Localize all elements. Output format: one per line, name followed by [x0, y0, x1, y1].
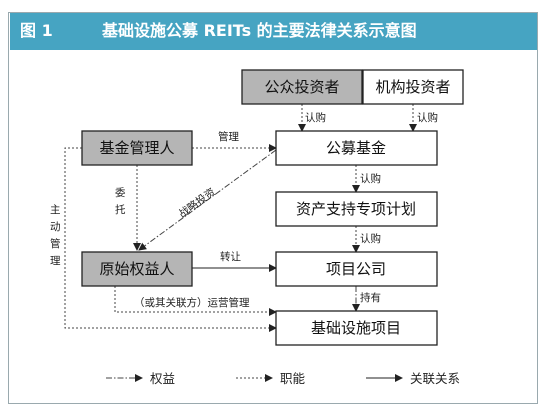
- legend: 权益 职能 关联关系: [106, 371, 460, 386]
- node-orig-owner: 原始权益人: [81, 251, 193, 287]
- node-public-fund: 公募基金: [275, 130, 438, 166]
- edge-label-ops-manage: （或其关联方）运营管理: [134, 296, 250, 309]
- node-fund-manager: 基金管理人: [81, 130, 193, 166]
- node-public-fund-label: 公募基金: [326, 139, 386, 157]
- node-inst-investor-label: 机构投资者: [375, 78, 450, 96]
- node-public-investor: 公众投资者: [241, 69, 363, 105]
- edge-label-manage: 管理: [218, 130, 239, 143]
- edge-label-subscribe-2: 认购: [417, 111, 438, 124]
- edge-label-entrust-2: 托: [115, 203, 126, 216]
- edge-label-hold: 持有: [360, 291, 381, 304]
- node-orig-owner-label: 原始权益人: [99, 260, 174, 278]
- edge-label-transfer: 转让: [220, 250, 241, 263]
- edge-label-active-manage-2: 动: [50, 221, 61, 233]
- figure-number: 图 1: [20, 21, 53, 40]
- edge-label-active-manage-3: 管: [50, 237, 61, 250]
- edge-label-subscribe-3: 认购: [360, 172, 381, 185]
- edge-ops-manage: [114, 286, 277, 316]
- figure-title: 基础设施公募 REITs 的主要法律关系示意图: [102, 21, 417, 40]
- node-inst-investor: 机构投资者: [362, 69, 464, 105]
- node-public-investor-label: 公众投资者: [264, 78, 339, 96]
- edge-label-subscribe-1: 认购: [305, 111, 326, 124]
- node-infra-project-label: 基础设施项目: [311, 319, 401, 337]
- edge-label-strategic-investment: 战略投资: [176, 185, 218, 220]
- edge-active-manage: [64, 147, 277, 332]
- legend-function-label: 职能: [280, 371, 306, 386]
- edge-label-subscribe-4: 认购: [360, 232, 381, 245]
- edge-strategic-investment: [138, 142, 285, 251]
- legend-related-label: 关联关系: [410, 371, 460, 386]
- figure-header: 图 1 基础设施公募 REITs 的主要法律关系示意图: [10, 12, 538, 50]
- edge-label-entrust-1: 委: [115, 186, 126, 199]
- node-project-company: 项目公司: [275, 251, 438, 287]
- node-fund-manager-label: 基金管理人: [99, 139, 174, 157]
- node-abs-plan: 资产支持专项计划: [275, 191, 438, 227]
- node-project-company-label: 项目公司: [326, 260, 386, 278]
- node-abs-plan-label: 资产支持专项计划: [296, 200, 416, 218]
- legend-equity-label: 权益: [150, 371, 175, 386]
- edge-label-active-manage-1: 主: [50, 204, 61, 216]
- edge-label-active-manage-4: 理: [50, 255, 61, 267]
- node-infra-project: 基础设施项目: [275, 310, 438, 346]
- figure-frame: [8, 12, 538, 404]
